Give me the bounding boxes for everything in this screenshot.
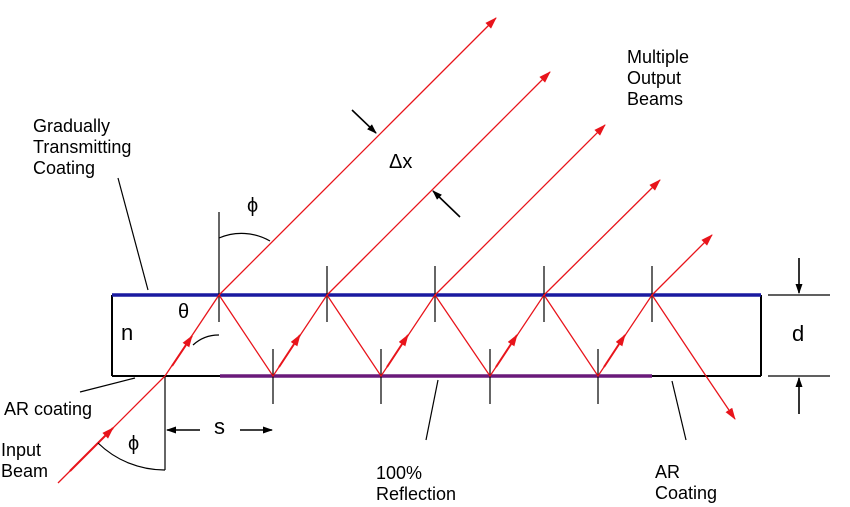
phi-arc-bottom	[97, 442, 166, 471]
label-delta-x: Δx	[389, 151, 413, 173]
output-beam-1	[218, 17, 497, 296]
label-theta: θ	[178, 301, 190, 323]
label-d: d	[792, 321, 805, 346]
label-input-beam: Input Beam	[1, 440, 49, 481]
label-100-reflection: 100% Reflection	[376, 463, 457, 504]
delta-x-arrow-top	[351, 109, 377, 134]
ar-coating-left-leader	[79, 377, 136, 393]
label-n: n	[121, 320, 134, 345]
output-beam-5	[651, 234, 713, 296]
label-ar-coating-right: AR Coating	[655, 462, 718, 503]
normals	[164, 212, 653, 470]
output-beam-2	[326, 71, 551, 296]
angle-arcs	[97, 232, 271, 471]
label-phi-bottom: ϕ	[128, 433, 140, 455]
phi-arc-top	[218, 232, 271, 242]
theta-arc	[192, 334, 220, 346]
output-beam-4	[543, 179, 661, 296]
output-beam-3	[434, 124, 606, 296]
ar-coating-right-leader	[671, 380, 687, 441]
label-s: s	[214, 414, 225, 439]
leaders	[79, 109, 830, 441]
label-gradually-transmitting-coating: Gradually Transmitting Coating	[33, 116, 132, 178]
delta-x-arrow-bottom	[432, 190, 461, 218]
label-multiple-output-beams: Multiple Output Beams	[627, 47, 690, 109]
reflection-leader	[425, 379, 439, 441]
label-ar-coating-left: AR coating	[4, 399, 93, 419]
beams	[57, 17, 736, 484]
label-phi-top: ϕ	[247, 195, 259, 217]
transmitting-coating-leader	[117, 177, 149, 291]
